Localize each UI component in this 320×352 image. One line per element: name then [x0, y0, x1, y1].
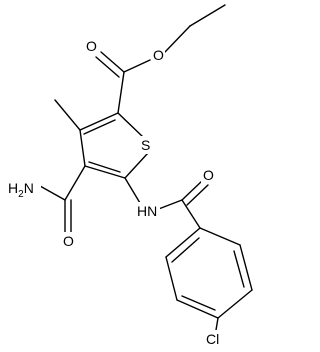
bond-ring-c5-c4-double	[88, 161, 121, 173]
bond-amide-c-n	[39, 185, 66, 201]
bond-ring-s-c5	[124, 152, 149, 179]
benzoyl-oxygen-label: O	[203, 167, 214, 183]
ester-ether-oxygen-label: O	[153, 47, 164, 63]
bond-benzoyl-c-o-double-2	[186, 184, 209, 206]
amide-nitrogen-label: H2N	[8, 180, 34, 200]
bond-ring-c5-c4	[84, 165, 126, 179]
bond-benzene-6-1	[165, 227, 201, 258]
bond-c-cl	[215, 317, 219, 331]
bond-ester-c-ring	[117, 71, 125, 114]
bond-carbonyl-c-ring	[181, 199, 201, 229]
thiophene-sulfur: S	[138, 136, 152, 154]
bond-benzene-1-2	[199, 227, 241, 246]
bond-benzene-2-3-double	[233, 250, 245, 288]
thiophene-sulfur-label: S	[141, 137, 150, 153]
bond-benzoyl-c-o-double	[181, 179, 204, 201]
chlorine-label: Cl	[206, 331, 219, 347]
bond-n-carbonyl-c	[155, 199, 183, 211]
bond-ring-c2-c3	[79, 112, 119, 131]
bond-layer	[39, 4, 253, 331]
chlorine: Cl	[205, 330, 225, 348]
bond-ring-c4-amide-c	[64, 165, 86, 201]
bond-ring-c5-n	[124, 177, 141, 204]
bond-ester-c-o-double-2	[95, 56, 120, 78]
bond-ethyl-c-o	[164, 25, 191, 53]
bond-ring-c4-c3	[79, 129, 86, 167]
structure-canvas: O O S H2N O HN	[7, 4, 253, 348]
molecule-drawing: O O S H2N O HN	[7, 4, 253, 348]
bond-ring-c2-s	[117, 112, 144, 138]
bond-ester-o-c	[123, 59, 151, 73]
atom-label-layer: O O S H2N O HN	[7, 37, 225, 348]
bond-ester-c-o-double	[100, 51, 125, 73]
bond-methyl	[54, 99, 81, 131]
bond-benzene-2-3	[239, 244, 253, 291]
amide-oxygen-label: O	[63, 233, 74, 249]
amide-oxygen: O	[61, 232, 75, 250]
bond-benzene-6-1-double	[171, 237, 200, 263]
ester-carbonyl-oxygen-label: O	[86, 38, 97, 54]
ester-carbonyl-oxygen: O	[84, 37, 98, 55]
bond-benzene-4-5	[176, 299, 219, 319]
benzoyl-oxygen: O	[201, 166, 215, 184]
bond-benzene-5-6	[165, 256, 178, 301]
ester-ether-oxygen: O	[151, 46, 165, 64]
linker-nitrogen-label: HN	[137, 203, 157, 219]
bond-ring-c2-c3-double	[83, 119, 116, 135]
bond-benzene-3-4	[217, 289, 253, 319]
amide-nitrogen: H2N	[7, 179, 41, 200]
bond-ethyl-c-c	[189, 4, 226, 27]
linker-nitrogen: HN	[136, 202, 160, 220]
bond-benzene-4-5-double	[181, 295, 216, 311]
